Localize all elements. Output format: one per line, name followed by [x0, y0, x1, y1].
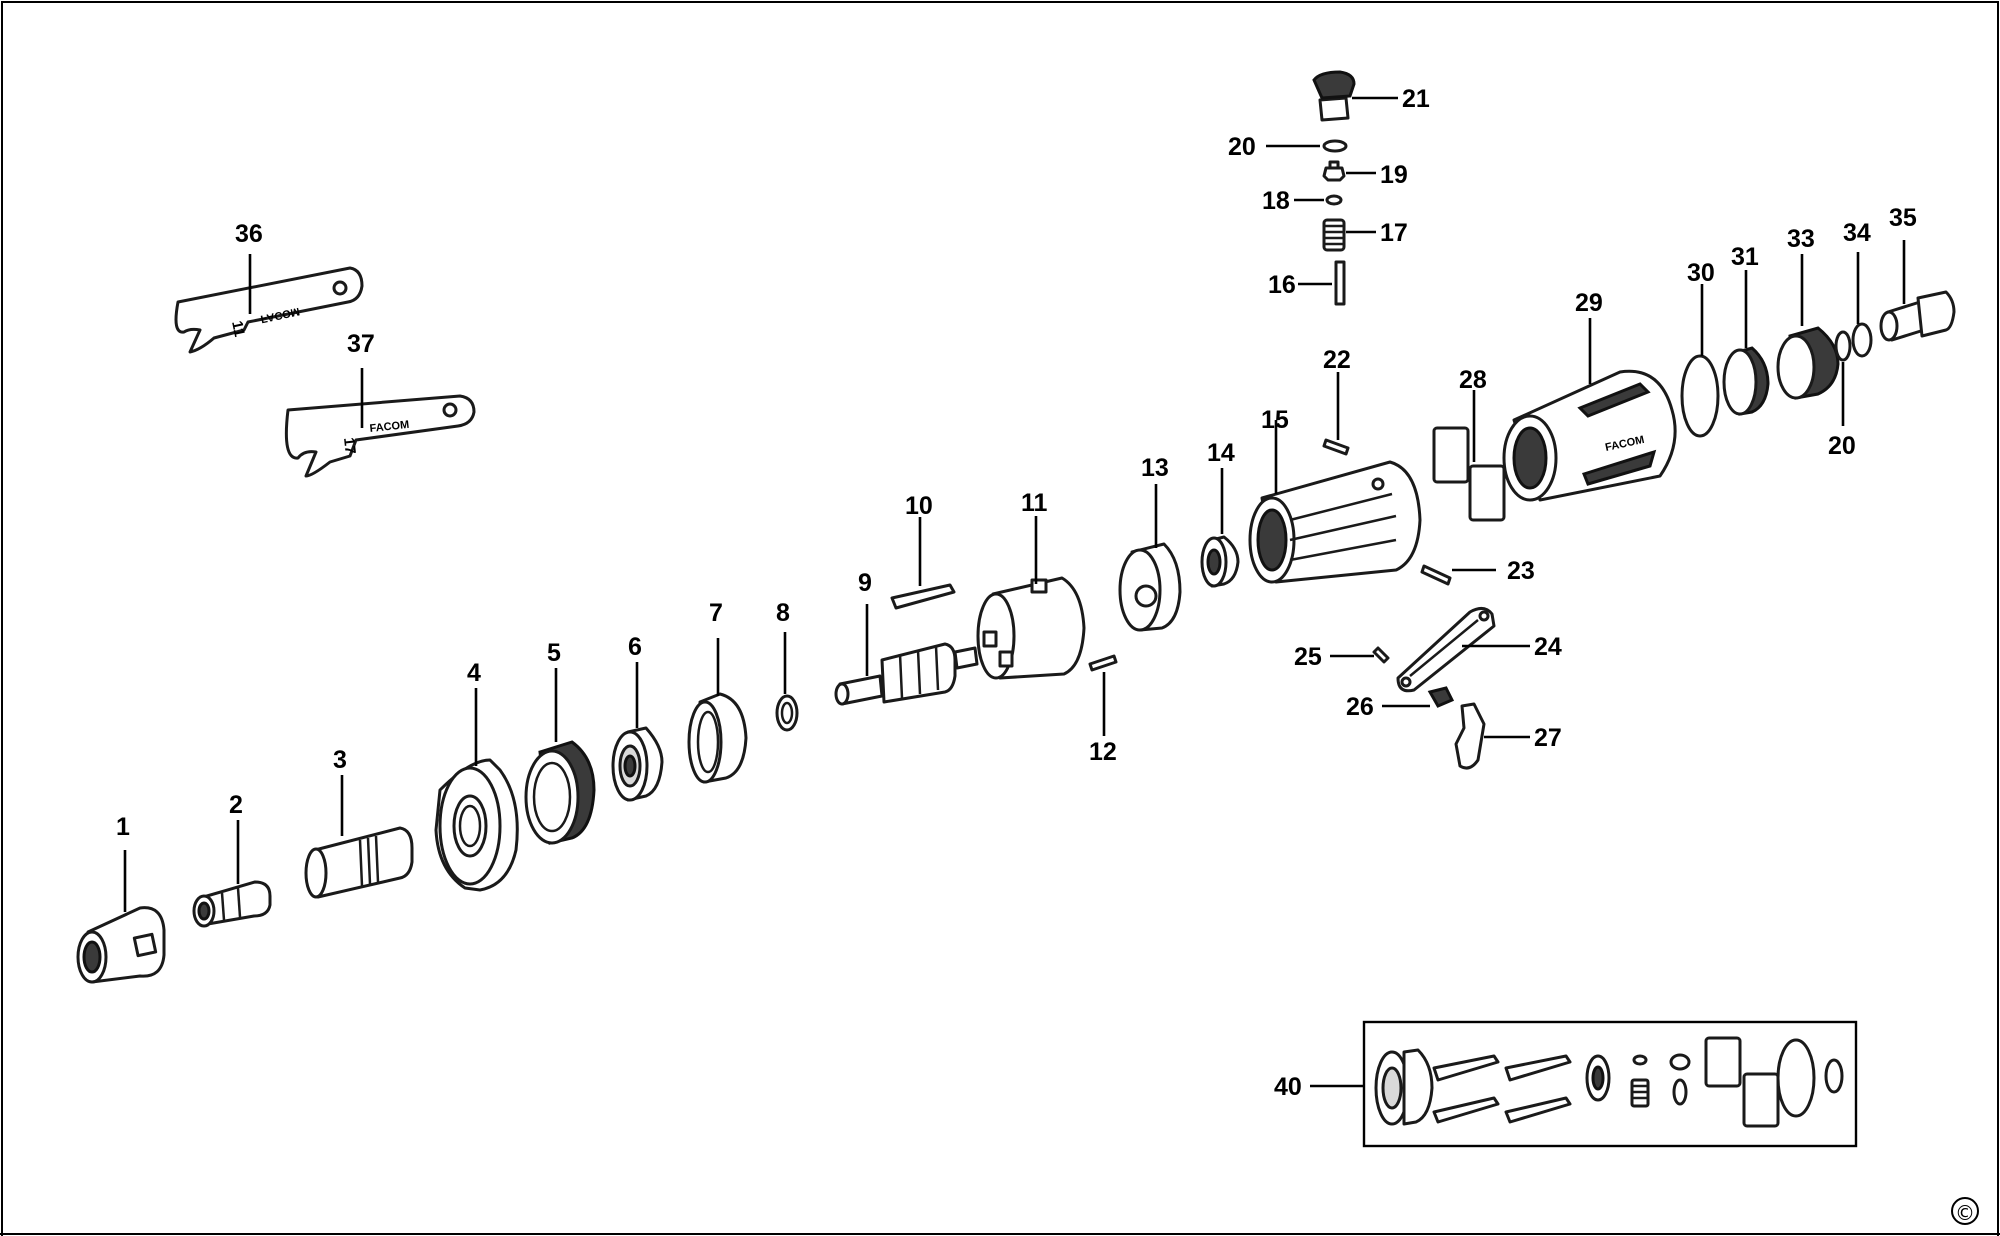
part-13-end-plate	[1118, 542, 1182, 632]
part-19-valve	[1322, 160, 1346, 182]
part-14-rear-bearing	[1200, 535, 1240, 588]
part-7-bearing-cap	[687, 692, 748, 784]
label-16: 16	[1268, 271, 1296, 299]
part-9-rotor	[834, 642, 979, 706]
label-27: 27	[1534, 724, 1562, 752]
part-12-pin	[1088, 654, 1118, 672]
label-24: 24	[1534, 633, 1562, 661]
label-15: 15	[1261, 406, 1289, 434]
part-3-threaded-sleeve	[304, 826, 414, 899]
part-6-bearing	[611, 726, 664, 802]
part-25-pin	[1372, 646, 1390, 664]
label-9: 9	[858, 569, 872, 597]
label-36: 36	[235, 220, 263, 248]
label-26: 26	[1346, 693, 1374, 721]
part-4-lock-nut	[434, 758, 519, 892]
label-2: 2	[229, 791, 243, 819]
label-11: 11	[1021, 489, 1048, 517]
part-29-grip-housing: FACOM	[1502, 369, 1677, 502]
label-3: 3	[333, 746, 347, 774]
label-4: 4	[467, 659, 481, 687]
part-21-valve-cap	[1312, 70, 1356, 122]
label-5: 5	[547, 639, 561, 667]
part-30-o-ring	[1680, 354, 1720, 438]
label-30: 30	[1687, 259, 1715, 287]
part-10-vane	[890, 583, 956, 610]
part-20-o-ring-upper	[1322, 139, 1348, 153]
part-35-inlet-fitting	[1879, 290, 1956, 342]
part-20-o-ring-lower	[1834, 330, 1852, 362]
label-33: 33	[1787, 225, 1815, 253]
part-22-pin	[1322, 438, 1350, 456]
label-13: 13	[1141, 454, 1169, 482]
part-8-spacer	[775, 694, 799, 732]
part-40-service-kit	[1362, 1020, 1858, 1148]
label-22: 22	[1323, 346, 1351, 374]
label-7: 7	[709, 599, 723, 627]
label-19: 19	[1380, 161, 1408, 189]
label-21: 21	[1402, 85, 1430, 113]
label-12: 12	[1089, 738, 1117, 766]
label-37: 37	[347, 330, 375, 358]
part-37-wrench-17: FACOM 17	[284, 394, 476, 478]
part-5-threaded-ring	[524, 740, 596, 845]
part-33-exhaust-ring	[1776, 326, 1840, 400]
part-36-wrench-11: FACOM 11	[174, 266, 364, 354]
part-23-pin	[1420, 564, 1452, 586]
label-40: 40	[1274, 1073, 1302, 1101]
label-20a: 20	[1228, 133, 1256, 161]
copyright-mark: ©	[1955, 1201, 1975, 1225]
label-14: 14	[1207, 439, 1235, 467]
label-34: 34	[1843, 219, 1871, 247]
part-18-o-ring	[1325, 194, 1343, 206]
label-1: 1	[116, 813, 130, 841]
part-17-spring	[1322, 218, 1346, 252]
part-11-cylinder	[976, 576, 1086, 680]
label-23: 23	[1507, 557, 1535, 585]
label-8: 8	[776, 599, 790, 627]
label-25: 25	[1294, 643, 1322, 671]
part-1-nose-cap	[76, 906, 166, 984]
part-24-lever	[1396, 607, 1496, 693]
wrench-37-size: 17	[340, 437, 359, 455]
part-31-rear-cap	[1722, 346, 1770, 416]
part-26-clip	[1427, 686, 1455, 708]
wrench-37-brand: FACOM	[369, 419, 410, 435]
wrench-36-size: 11	[228, 319, 248, 338]
part-27-trigger	[1454, 702, 1486, 770]
label-31: 31	[1731, 243, 1759, 271]
label-17: 17	[1380, 219, 1408, 247]
label-29: 29	[1575, 289, 1603, 317]
part-28-silencer-blocks	[1432, 426, 1506, 522]
label-20b: 20	[1828, 432, 1856, 460]
label-10: 10	[905, 492, 933, 520]
label-35: 35	[1889, 204, 1917, 232]
label-18: 18	[1262, 187, 1290, 215]
part-2-collet	[192, 880, 272, 928]
part-16-valve-pin	[1334, 260, 1346, 306]
label-6: 6	[628, 633, 642, 661]
part-34-washer	[1851, 322, 1873, 358]
part-15-motor-housing	[1248, 460, 1422, 584]
label-28: 28	[1459, 366, 1487, 394]
